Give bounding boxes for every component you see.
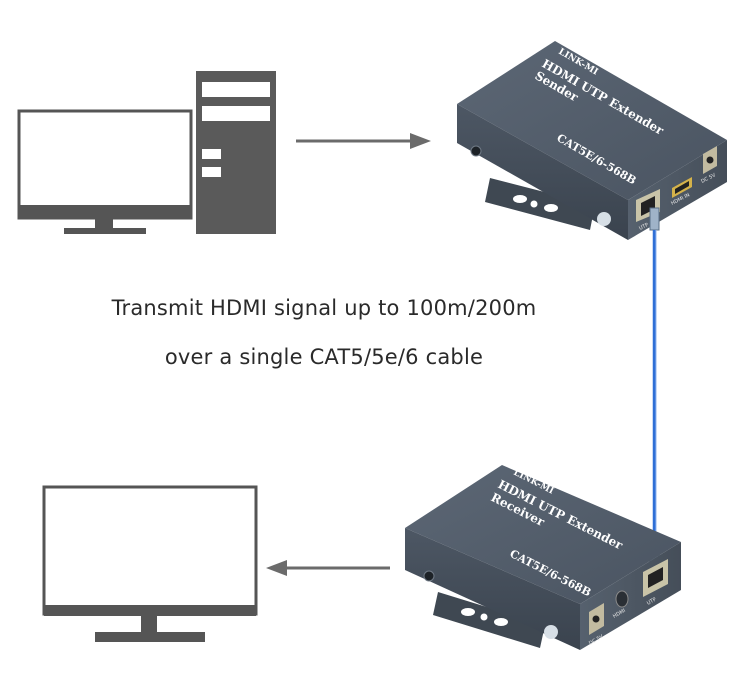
arrow-to-monitor (266, 560, 390, 576)
pc-tower-icon (196, 71, 276, 234)
sender-utp-label: UTP (638, 222, 649, 232)
receiver-utp-label: UTP (646, 597, 657, 607)
sender-device: LINK-MI HDMI UTP Extender Sender CAT5E/6… (457, 41, 727, 240)
receiver-rj45-port-icon (643, 559, 668, 597)
arrow-to-sender (296, 133, 431, 149)
caption-line-2: over a single CAT5/5e/6 cable (164, 345, 484, 369)
display-monitor-icon (42, 485, 258, 642)
sender-hdmi-port-icon (672, 177, 692, 198)
network-cable (649, 207, 660, 567)
source-monitor-icon (17, 109, 193, 234)
receiver-device: LINK-MI HDMI UTP Extender Receiver CAT5E… (405, 465, 681, 650)
caption-line-1: Transmit HDMI signal up to 100m/200m (111, 296, 537, 320)
sender-dc-port-icon (703, 146, 717, 174)
receiver-hdmi-label: HDMI (612, 608, 627, 620)
receiver-hdmi-port-icon (615, 590, 629, 608)
receiver-dc-port-icon (589, 603, 604, 635)
